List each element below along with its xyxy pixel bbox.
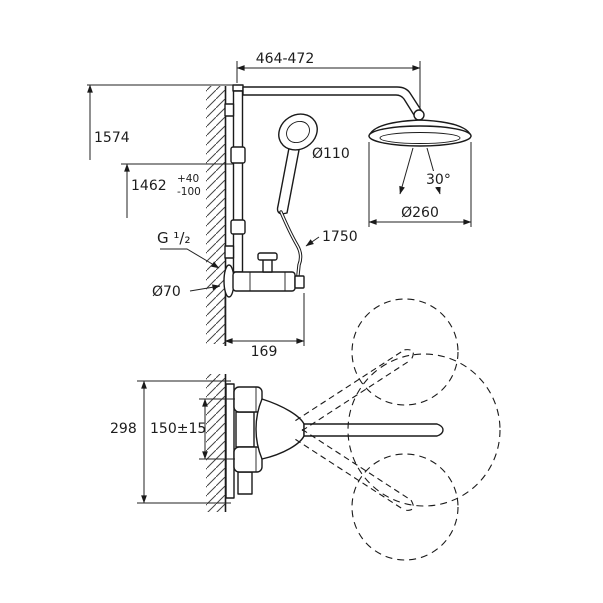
mixer-valve <box>223 252 305 298</box>
dim-inlet-spacing: 150±15 <box>150 398 235 460</box>
head-tilt-angle-label: 30° <box>426 172 451 188</box>
hose-length-label: 1750 <box>322 229 358 245</box>
shower-column <box>224 84 246 273</box>
dim-top-span: 464-472 <box>236 51 421 110</box>
tolerance-minus-label: -100 <box>177 186 201 198</box>
diverter-knob <box>257 252 278 261</box>
projection-label: 169 <box>251 344 278 360</box>
inlet-spacing-label: 150±15 <box>150 421 206 437</box>
dim-height-connection: 1462 +40 -100 <box>121 163 233 218</box>
swivel-range-circles <box>347 298 501 561</box>
valve-height-label: 298 <box>110 421 137 437</box>
ball-joint <box>413 109 425 121</box>
bottom-handle <box>233 446 263 473</box>
diverter-stem <box>262 258 273 273</box>
spray-angle-indicator: 30° <box>399 147 456 195</box>
escutcheon-diameter-callout: Ø70 <box>152 284 221 300</box>
wall-upper <box>206 86 227 346</box>
dim-valve-height: 298 <box>110 380 231 504</box>
shower-arm <box>242 86 425 121</box>
swivel-spout-down-position <box>295 428 414 511</box>
head-diameter-label: Ø260 <box>401 205 439 221</box>
thread-callout: G ¹/₂ <box>157 229 220 269</box>
dim-height-total-label: 1574 <box>94 130 130 146</box>
thread-label: G ¹/₂ <box>157 229 190 247</box>
hose-length-callout: 1750 <box>305 229 358 247</box>
escutcheon-diameter-label: Ø70 <box>152 284 181 300</box>
tolerance-plus-label: +40 <box>177 173 199 185</box>
mixer-valve-side-view <box>225 383 263 499</box>
dim-height-total: 1574 <box>87 84 236 160</box>
hand-shower-diameter-label: Ø110 <box>312 146 350 162</box>
hand-shower <box>276 113 318 215</box>
dim-top-span-label: 464-472 <box>256 51 315 67</box>
swivel-spout <box>255 398 444 460</box>
head-shower <box>368 119 472 147</box>
dim-height-connection-label: 1462 <box>131 178 167 194</box>
dim-projection: 169 <box>224 293 305 360</box>
top-handle <box>233 386 263 413</box>
hose-outlet <box>294 275 305 289</box>
shower-hose <box>279 210 303 277</box>
dim-head-diameter: Ø260 <box>368 142 472 227</box>
wall-lower <box>206 374 227 512</box>
swivel-spout-up-position <box>295 349 414 432</box>
